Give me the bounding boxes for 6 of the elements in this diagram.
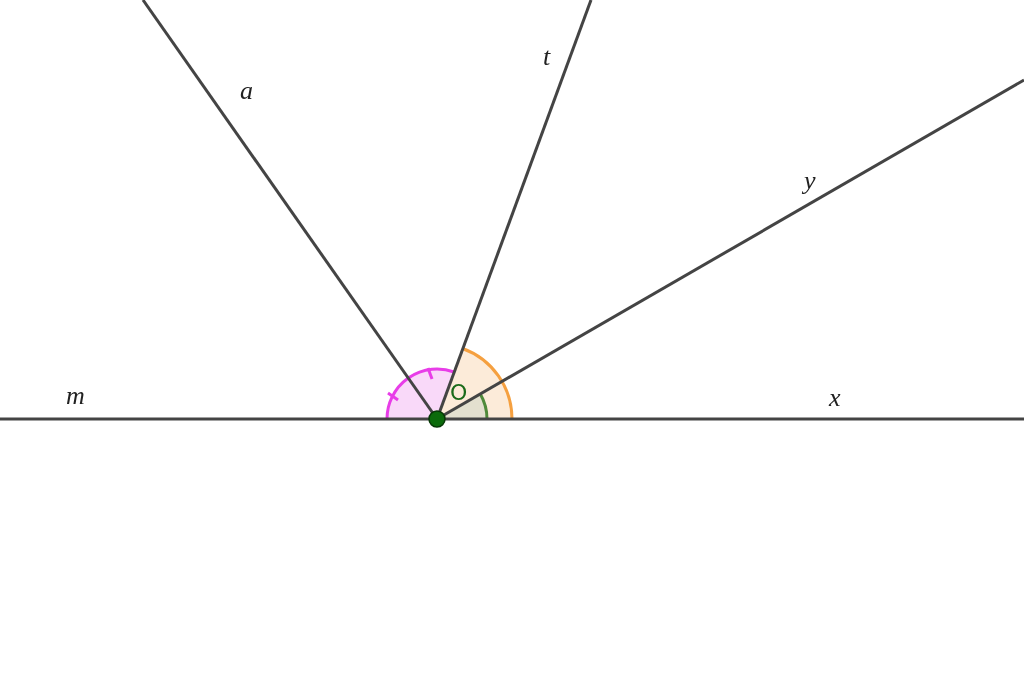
line-label: a [240, 78, 253, 104]
line-label: y [804, 168, 816, 194]
line-label: t [543, 44, 551, 70]
point-label: O [450, 382, 468, 404]
line-label: x [829, 385, 841, 411]
line-label: m [66, 383, 85, 409]
